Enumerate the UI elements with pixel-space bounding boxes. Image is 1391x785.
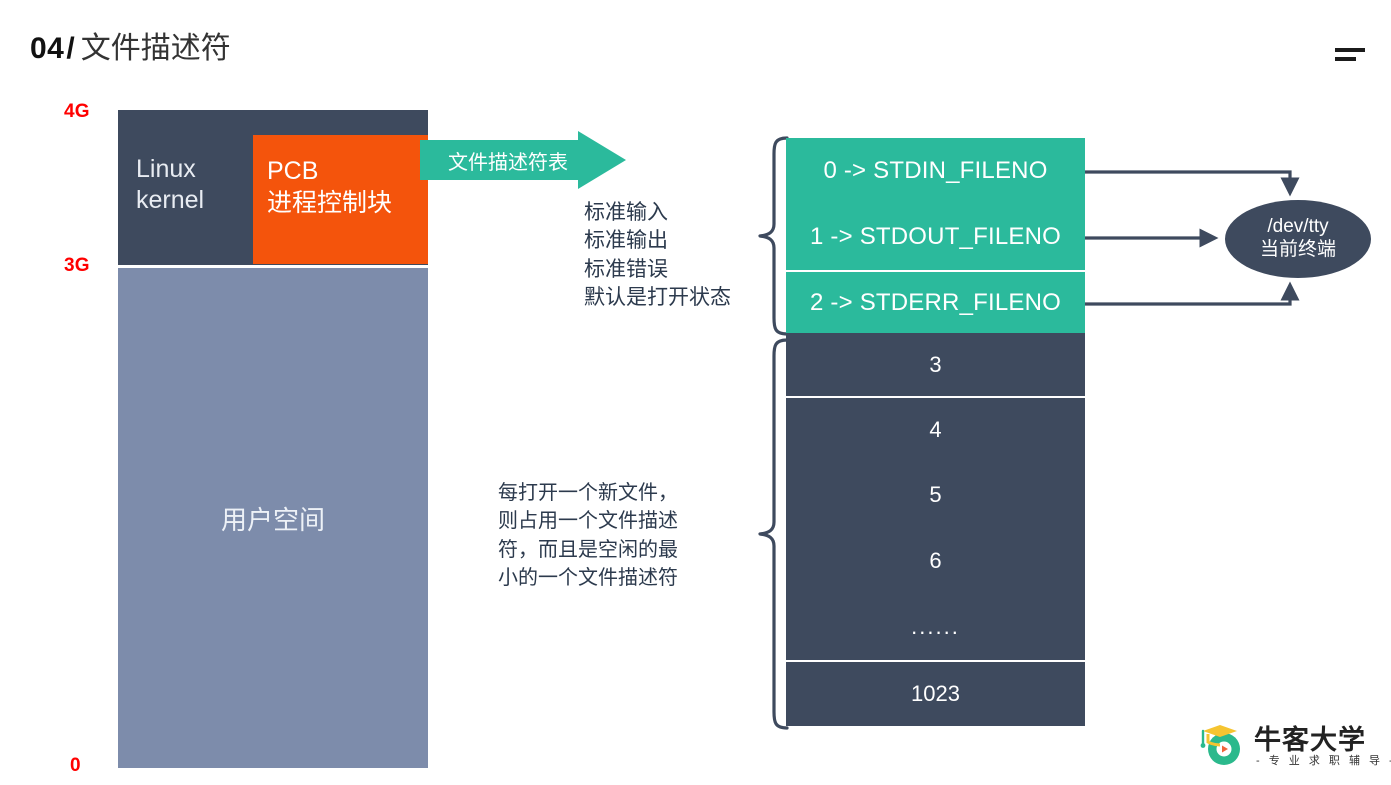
graduation-cap-play-icon [1200, 725, 1240, 765]
brace-free-descriptors [757, 338, 791, 730]
fd-row-label: 1023 [911, 681, 960, 706]
fd-table-banner-arrow: 文件描述符表 [420, 131, 626, 189]
brand-tagline: - 专 业 求 职 辅 导 - [1256, 755, 1391, 767]
fd-row-stdin[interactable]: 0 -> STDIN_FILENO [786, 138, 1085, 204]
banner-arrowhead-icon [578, 131, 626, 189]
fd-row-label: ...... [911, 614, 960, 639]
pcb-block: PCB 进程控制块 [253, 135, 428, 264]
hamburger-bar-top [1335, 48, 1365, 52]
user-space-label: 用户空间 [220, 504, 325, 535]
fd-row-label: 2 -> STDERR_FILENO [810, 288, 1061, 316]
fd-row-label: 1 -> STDOUT_FILENO [810, 223, 1061, 250]
banner-body [420, 140, 580, 180]
fd-row-1023[interactable]: 1023 [786, 660, 1085, 726]
memory-map-diagram: Linux kernel PCB 进程控制块 用户空间 [118, 110, 428, 768]
fd-row-4[interactable]: 4 [786, 396, 1085, 462]
user-space-block: 用户空间 [118, 268, 428, 768]
fd-row-label: 5 [929, 482, 942, 507]
hamburger-bar-bottom [1335, 57, 1356, 61]
fd-row-label: 4 [929, 417, 942, 442]
fd-row-6[interactable]: 6 [786, 528, 1085, 594]
standard-streams-note: 标准输入 标准输出 标准错误 默认是打开状态 [584, 201, 731, 310]
arrow-stdin-to-tty [1085, 170, 1300, 197]
tty-node: /dev/tty 当前终端 [1225, 200, 1371, 278]
arrow-stderr-to-tty [1085, 281, 1300, 306]
title-separator: / [66, 32, 75, 65]
fd-row-label: 6 [929, 548, 942, 573]
allocation-note: 每打开一个新文件， 则占用一个文件描述 符，而且是空闲的最 小的一个文件描述符 [498, 482, 678, 590]
fd-row-stdout[interactable]: 1 -> STDOUT_FILENO [786, 204, 1085, 270]
brand-name: 牛客大学 [1254, 725, 1366, 755]
slide-number: 04 [30, 32, 65, 65]
address-label-0: 0 [70, 755, 81, 776]
banner-label: 文件描述符表 [448, 151, 568, 174]
page-title: 04/文件描述符 [30, 32, 231, 65]
kernel-space-block: Linux kernel PCB 进程控制块 [118, 110, 428, 265]
file-descriptor-table: 0 -> STDIN_FILENO 1 -> STDOUT_FILENO 2 -… [786, 138, 1085, 726]
slide-subject: 文件描述符 [80, 32, 231, 65]
fd-row-label: 3 [929, 351, 942, 377]
hamburger-icon[interactable] [1335, 48, 1369, 62]
address-label-4g: 4G [64, 101, 90, 122]
kernel-label: Linux kernel [136, 155, 205, 214]
fd-row-3[interactable]: 3 [786, 333, 1085, 396]
tty-path: /dev/tty [1267, 216, 1329, 238]
fd-row-stderr[interactable]: 2 -> STDERR_FILENO [786, 270, 1085, 333]
fd-row-ellipsis: ...... [786, 594, 1085, 660]
address-label-3g: 3G [64, 255, 90, 276]
brand-logo: 牛客大学 - 专 业 求 职 辅 导 - [1196, 714, 1391, 772]
fd-row-label: 0 -> STDIN_FILENO [823, 157, 1048, 184]
fd-row-5[interactable]: 5 [786, 462, 1085, 528]
pcb-label: PCB 进程控制块 [267, 157, 393, 217]
tty-description: 当前终端 [1259, 239, 1336, 260]
brace-standard-streams [757, 136, 791, 336]
